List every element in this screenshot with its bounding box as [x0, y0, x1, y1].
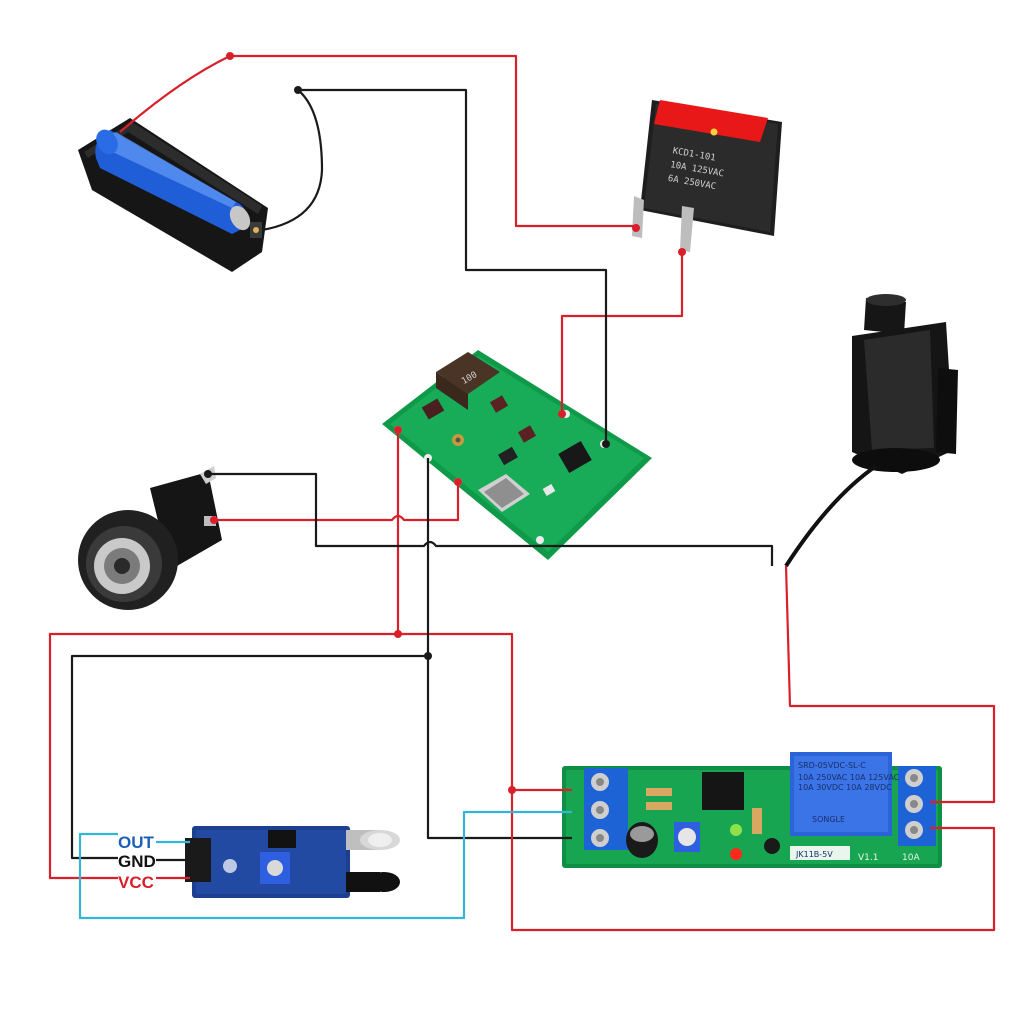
- relay-model-text: SRD-05VDC-SL-C: [798, 761, 866, 770]
- board-id-text: JK11B-5V: [795, 850, 833, 859]
- wires: [48, 54, 996, 932]
- charger-boost-board: 100: [382, 350, 652, 560]
- wire-battery-positive: [119, 54, 636, 228]
- relay-rating-text-2: 10A 30VDC 10A 28VDC: [798, 783, 892, 792]
- switch-terminal-1: [632, 196, 644, 238]
- junction-dots: [204, 52, 686, 794]
- board-current-text: 10A: [902, 853, 920, 863]
- status-led-green: [730, 824, 742, 836]
- board-version-text: V1.1: [858, 853, 878, 863]
- wire-pump-positive: [784, 565, 996, 804]
- wire-vcc-to-timer: [398, 632, 572, 792]
- water-pump: [784, 294, 958, 568]
- sensor-pin-label-gnd: GND: [118, 852, 156, 871]
- wire-gnd-to-timer: [426, 458, 572, 840]
- wire-jack-negative: [208, 472, 774, 566]
- input-terminal-block: [584, 768, 628, 850]
- micro-usb-port: [478, 474, 530, 512]
- relay: SRD-05VDC-SL-C 10A 250VAC 10A 125VAC 10A…: [790, 752, 900, 836]
- status-led-red: [730, 848, 742, 860]
- inductor: 100: [436, 352, 500, 410]
- battery-cell: [95, 129, 251, 234]
- transistor: [764, 838, 780, 854]
- sensor-pin-label-vcc: VCC: [118, 873, 154, 892]
- wire-gnd-to-sensor: [70, 654, 428, 860]
- wire-relay-loop: [510, 790, 996, 932]
- timer-relay-module: SRD-05VDC-SL-C 10A 250VAC 10A 125VAC 10A…: [562, 752, 942, 868]
- rocker-switch: KCD1-101 10A 125VAC 6A 250VAC: [632, 100, 782, 252]
- battery-holder: [78, 118, 268, 272]
- ir-led-emitter: [346, 830, 400, 850]
- relay-brand-text: SONGLE: [812, 815, 845, 824]
- pump-cable: [784, 464, 878, 568]
- timer-ic: [702, 772, 744, 810]
- wire-jack-positive: [214, 482, 460, 522]
- dc-barrel-jack: [78, 466, 222, 610]
- ir-sensor-module: [185, 826, 400, 898]
- sensor-pin-label-out: OUT: [118, 833, 155, 852]
- comparator-ic: [268, 830, 296, 848]
- relay-terminal-block: [898, 766, 936, 846]
- ir-receiver: [346, 872, 400, 892]
- switch-terminal-2: [680, 206, 694, 252]
- wire-switch-to-charger: [560, 250, 684, 414]
- smd-diode: [421, 398, 445, 420]
- wire-vcc-bus: [48, 430, 400, 880]
- relay-rating-text-1: 10A 250VAC 10A 125VAC: [798, 773, 900, 782]
- wire-sensor-out: [78, 810, 572, 920]
- charge-ic: [558, 440, 592, 474]
